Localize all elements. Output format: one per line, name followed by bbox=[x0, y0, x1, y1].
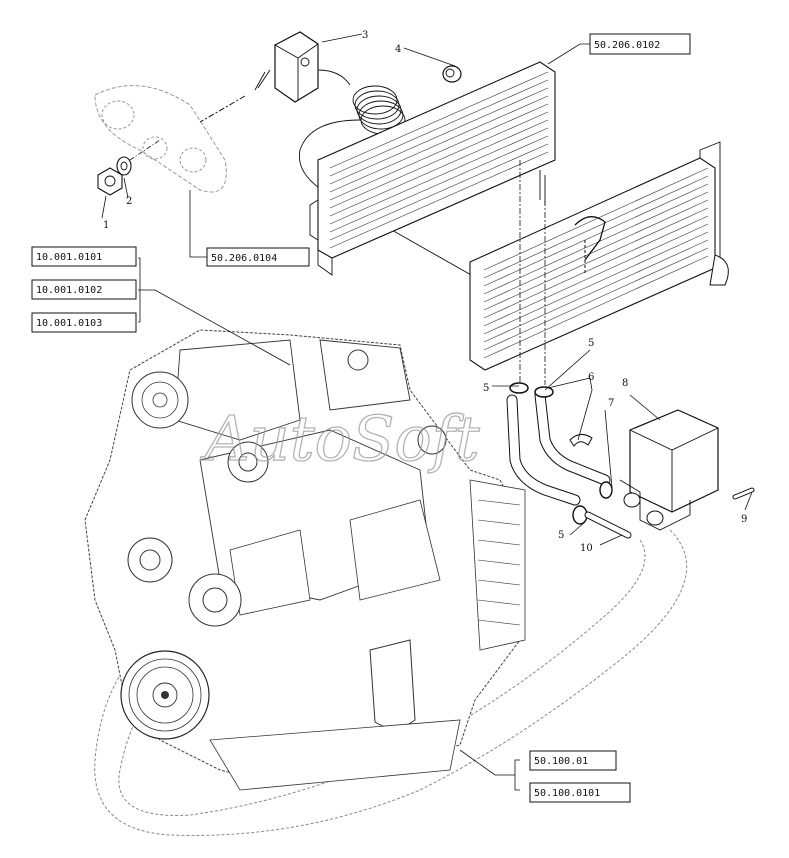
callout-8: 8 bbox=[622, 378, 628, 389]
ref-heater-core: 50.206.0102 bbox=[594, 40, 660, 51]
ref-box-hoses-1 bbox=[529, 750, 617, 771]
ref-box-heater-core bbox=[589, 33, 691, 55]
ref-box-control-panel bbox=[206, 247, 310, 267]
ref-hoses-1: 50.100.01 bbox=[534, 756, 588, 767]
ref-engine-3: 10.001.0103 bbox=[36, 318, 102, 329]
callout-6: 6 bbox=[588, 372, 594, 383]
ref-box-hoses-2 bbox=[529, 782, 631, 803]
callout-numbers: 1 2 3 4 5 5 5 6 7 8 9 10 bbox=[103, 30, 747, 554]
callout-2: 2 bbox=[126, 196, 132, 207]
heater-core-back bbox=[309, 61, 556, 276]
control-panel-plate bbox=[94, 85, 227, 193]
leader-lines bbox=[101, 33, 753, 791]
reference-boxes: 50.206.0102 50.206.0104 10.001.0101 10.0… bbox=[31, 33, 691, 803]
ref-box-engine-1 bbox=[31, 246, 137, 267]
valve-box bbox=[619, 409, 755, 531]
callout-3: 3 bbox=[362, 30, 368, 41]
engine-assembly bbox=[84, 329, 526, 791]
callout-5a: 5 bbox=[483, 383, 489, 394]
grommet bbox=[442, 65, 462, 83]
ref-engine-2: 10.001.0102 bbox=[36, 285, 102, 296]
ref-hoses-2: 50.100.0101 bbox=[534, 788, 600, 799]
watermark: AutoSoft bbox=[200, 402, 480, 475]
nut-and-washer bbox=[97, 139, 161, 196]
callout-1: 1 bbox=[103, 220, 109, 231]
callout-9: 9 bbox=[741, 514, 747, 525]
ref-control-panel: 50.206.0104 bbox=[211, 253, 277, 264]
heater-core-front bbox=[469, 141, 729, 390]
callout-4: 4 bbox=[395, 44, 401, 55]
ref-box-engine-2 bbox=[31, 279, 137, 300]
callout-7: 7 bbox=[608, 398, 614, 409]
callout-5b: 5 bbox=[588, 338, 594, 349]
ref-engine-1: 10.001.0101 bbox=[36, 252, 102, 263]
thermostat-valve bbox=[199, 31, 521, 284]
heater-hoses bbox=[506, 382, 632, 539]
callout-5c: 5 bbox=[558, 530, 564, 541]
ref-box-engine-3 bbox=[31, 312, 137, 333]
callout-10: 10 bbox=[580, 543, 593, 554]
